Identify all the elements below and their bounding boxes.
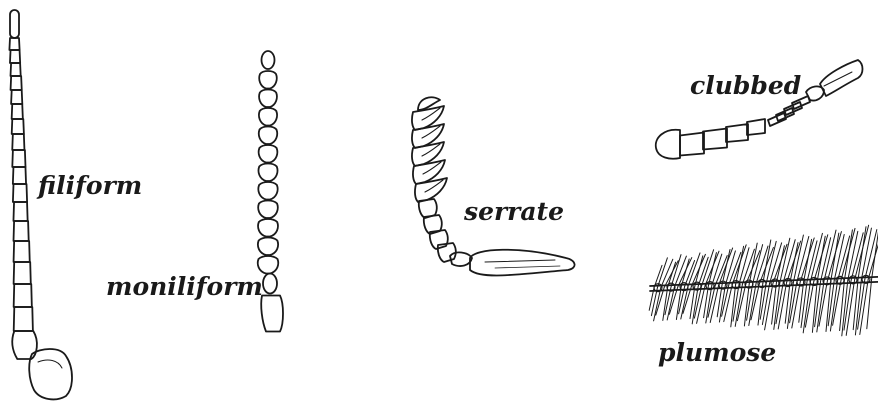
filiform-segment xyxy=(14,262,31,284)
plumose-bristle xyxy=(681,286,688,319)
serrate-segment xyxy=(415,178,447,202)
moniliform-pedicel xyxy=(263,274,277,294)
clubbed-segment xyxy=(726,124,748,142)
filiform-segment xyxy=(13,167,26,184)
moniliform-bead xyxy=(259,71,277,89)
moniliform-bead xyxy=(259,127,277,145)
filiform-segment xyxy=(12,119,24,134)
plumose-bristle xyxy=(804,239,812,281)
plumose-bristle xyxy=(722,249,730,285)
moniliform-scape xyxy=(261,296,283,332)
moniliform-bead xyxy=(259,90,277,108)
filiform-segment xyxy=(14,241,30,262)
filiform-segment xyxy=(12,104,23,119)
plumose-bristle xyxy=(667,287,674,320)
filiform-segment xyxy=(11,63,21,76)
moniliform-bead xyxy=(259,108,277,126)
filiform-segment xyxy=(9,38,19,50)
label-clubbed: clubbed xyxy=(690,73,801,98)
filiform-segment xyxy=(13,202,27,221)
moniliform-bead xyxy=(262,51,275,69)
label-plumose: plumose xyxy=(658,340,776,365)
filiform-segment xyxy=(10,50,20,63)
plumose-bristle xyxy=(872,224,878,280)
filiform-segment xyxy=(14,284,32,307)
plumose-bristle xyxy=(831,233,839,281)
serrate-scape xyxy=(470,250,575,276)
plumose-bristle xyxy=(844,230,852,280)
plumose-bristle xyxy=(762,283,769,324)
plumose-bristle xyxy=(708,253,716,286)
filiform-segment xyxy=(12,134,24,150)
plumose-bristle xyxy=(790,243,798,283)
filiform-segment xyxy=(14,221,29,241)
filiform-segment xyxy=(11,90,22,104)
label-moniliform: moniliform xyxy=(106,274,263,299)
filiform-segment xyxy=(13,184,27,202)
plumose-bristle xyxy=(695,256,703,286)
plumose-bristle xyxy=(858,227,866,280)
plumose-bristle xyxy=(654,288,661,321)
moniliform-bead xyxy=(258,256,278,274)
label-serrate: serrate xyxy=(464,199,564,224)
moniliform-bead xyxy=(259,145,278,163)
clubbed-segment xyxy=(747,119,765,135)
clubbed-scape xyxy=(820,60,863,96)
plumose-bristle xyxy=(736,246,744,284)
filiform-pedicel xyxy=(12,331,37,359)
serrate-antenna-drawing xyxy=(412,97,575,275)
clubbed-segment xyxy=(703,129,727,150)
clubbed-tip xyxy=(656,130,680,159)
plumose-bristle xyxy=(817,236,825,281)
serrate-segment xyxy=(412,142,444,166)
filiform-segment xyxy=(12,150,25,167)
filiform-segment xyxy=(11,76,22,90)
moniliform-bead xyxy=(258,201,278,219)
plumose-antenna-drawing xyxy=(649,224,878,336)
moniliform-bead xyxy=(258,219,278,237)
filiform-scape xyxy=(29,349,72,399)
plumose-bristle xyxy=(776,246,784,283)
clubbed-segment xyxy=(680,133,704,156)
plumose-bristle xyxy=(763,240,771,284)
moniliform-bead xyxy=(259,164,278,182)
filiform-segment xyxy=(10,10,19,38)
filiform-segment xyxy=(14,307,33,331)
filiform-scape-detail xyxy=(38,360,62,368)
moniliform-bead xyxy=(258,182,277,200)
moniliform-bead xyxy=(258,238,278,256)
plumose-bristle xyxy=(749,243,757,284)
label-filiform: filiform xyxy=(38,173,142,198)
filiform-antenna-drawing xyxy=(9,10,72,399)
